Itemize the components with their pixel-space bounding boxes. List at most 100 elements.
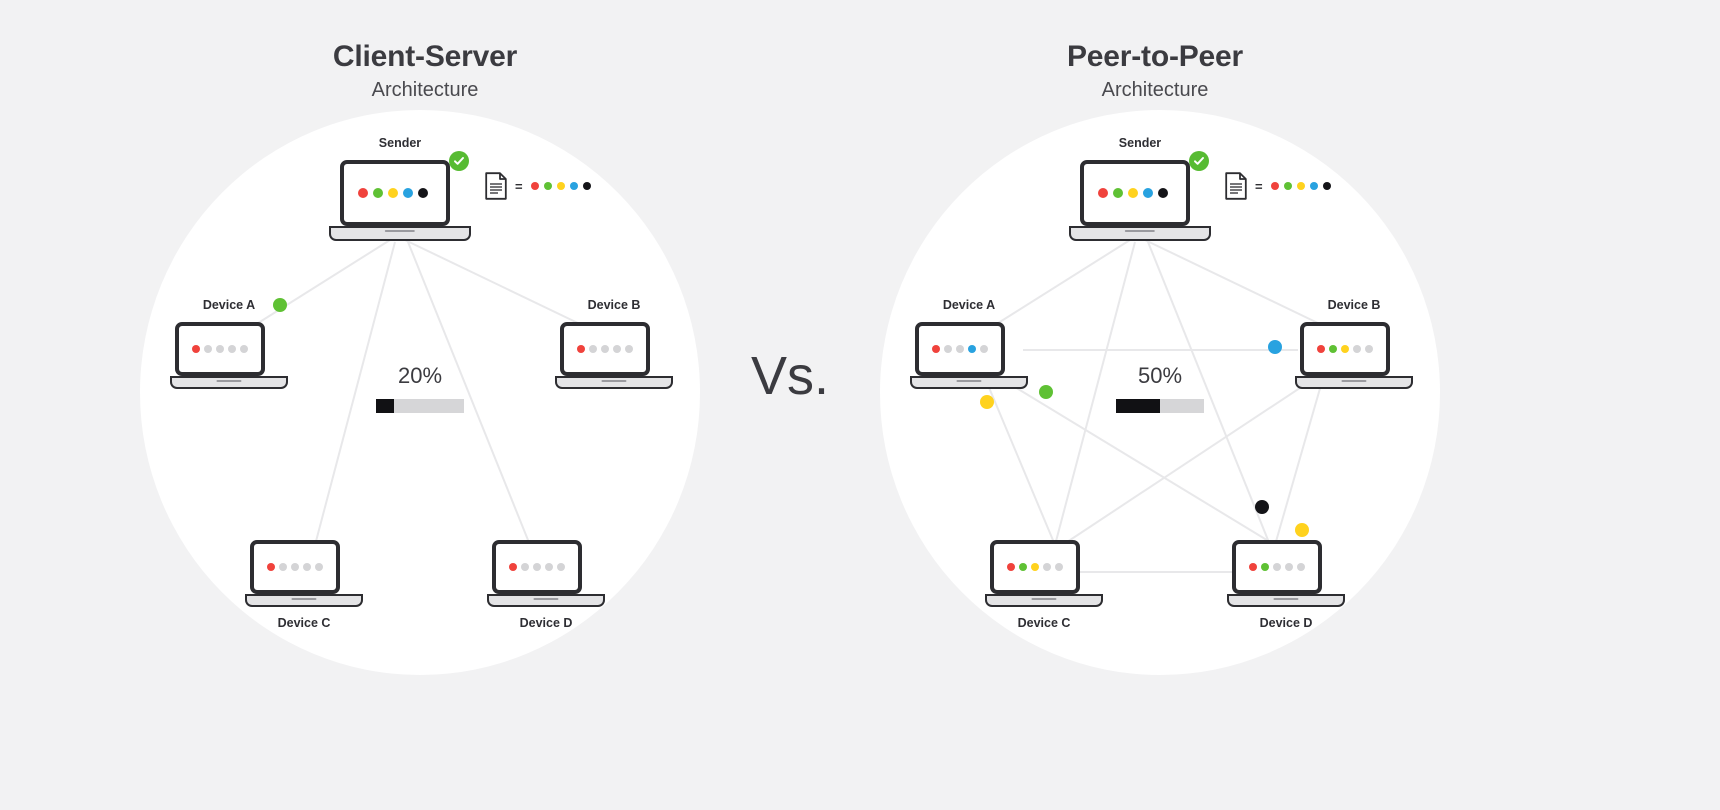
progress-fill <box>1116 399 1160 413</box>
node-device-b[interactable]: Device B <box>1295 298 1413 389</box>
laptop-screen <box>990 540 1080 594</box>
panel-title-main: Client-Server <box>332 40 518 73</box>
dot-yellow <box>1296 182 1305 190</box>
dot-yellow <box>388 188 399 198</box>
laptop-base-notch <box>1031 598 1057 600</box>
dot-empty <box>290 563 299 571</box>
dot-green <box>1283 182 1292 190</box>
laptop-screen <box>492 540 582 594</box>
dot-green <box>373 188 384 198</box>
node-label: Device A <box>942 298 996 312</box>
dot-empty <box>215 345 224 353</box>
laptop-screen <box>915 322 1005 376</box>
progress-track <box>376 399 464 413</box>
laptop-illustration <box>985 540 1103 607</box>
panel-title-sub: Architecture <box>1101 79 1209 101</box>
node-device-c[interactable]: Device C <box>985 540 1103 630</box>
laptop-base-notch <box>533 598 559 600</box>
node-sender[interactable]: Sender <box>1069 136 1211 241</box>
laptop-base-notch <box>291 598 317 600</box>
dot-empty <box>1054 563 1063 571</box>
dot-black <box>418 188 429 198</box>
node-device-a[interactable]: Device A <box>910 298 1028 389</box>
laptop-screen <box>1300 322 1390 376</box>
dot-red <box>358 188 369 198</box>
laptop-base-notch <box>956 380 982 382</box>
dot-red <box>191 345 200 353</box>
node-device-d[interactable]: Device D <box>487 540 605 630</box>
dot-red <box>1248 563 1257 571</box>
screen-progress-dots <box>1006 563 1063 571</box>
dot-empty <box>314 563 323 571</box>
laptop-screen <box>560 322 650 376</box>
laptop-illustration <box>1069 151 1211 241</box>
dot-red <box>576 345 585 353</box>
laptop-base-notch <box>1341 380 1367 382</box>
node-device-d[interactable]: Device D <box>1227 540 1345 630</box>
dot-black <box>1322 182 1331 190</box>
laptop-screen <box>340 160 450 226</box>
node-device-b[interactable]: Device B <box>555 298 673 389</box>
dot-empty <box>532 563 541 571</box>
packet-dot-green <box>273 298 287 312</box>
dot-empty <box>556 563 565 571</box>
panel-title-client-server: Client-Server Architecture <box>165 40 685 101</box>
screen-progress-dots <box>1098 188 1169 198</box>
panel-client-server: Sender <box>140 110 700 675</box>
legend-dot-sequence <box>1270 182 1331 190</box>
node-sender[interactable]: Sender <box>329 136 471 241</box>
progress-percent-label: 50% <box>1137 363 1183 388</box>
dot-empty <box>203 345 212 353</box>
dot-empty <box>1352 345 1361 353</box>
node-label: Sender <box>378 136 422 150</box>
laptop-base-notch <box>384 230 416 232</box>
progress-fill <box>376 399 394 413</box>
laptop-base-notch <box>216 380 242 382</box>
screen-progress-dots <box>1248 563 1305 571</box>
verified-check-icon <box>449 151 469 171</box>
dot-blue <box>967 345 976 353</box>
versus-label: Vs. <box>750 346 830 406</box>
dot-red <box>1316 345 1325 353</box>
document-icon <box>485 172 507 200</box>
laptop-base <box>245 594 363 607</box>
dot-empty <box>624 345 633 353</box>
dot-red <box>1006 563 1015 571</box>
node-label: Device C <box>1017 616 1071 630</box>
panel-title-sub: Architecture <box>371 79 479 101</box>
laptop-illustration <box>910 322 1028 389</box>
equals-sign: = <box>515 178 523 194</box>
laptop-base <box>170 376 288 389</box>
panel-title-peer-to-peer: Peer-to-Peer Architecture <box>895 40 1415 101</box>
dot-empty <box>1364 345 1373 353</box>
dot-red <box>530 182 539 190</box>
screen-progress-dots <box>931 345 988 353</box>
screen-progress-dots <box>1316 345 1373 353</box>
dot-yellow <box>556 182 565 190</box>
laptop-screen <box>175 322 265 376</box>
dot-red <box>1270 182 1279 190</box>
dot-blue <box>1309 182 1318 190</box>
node-device-c[interactable]: Device C <box>245 540 363 630</box>
dot-green <box>1018 563 1027 571</box>
dot-empty <box>544 563 553 571</box>
laptop-base <box>487 594 605 607</box>
document-icon <box>1225 172 1247 200</box>
node-label: Device A <box>202 298 256 312</box>
laptop-base-notch <box>1273 598 1299 600</box>
transfer-progress-client-server: 20% <box>340 365 500 413</box>
equals-sign: = <box>1255 178 1263 194</box>
legend-dot-sequence <box>530 182 591 190</box>
laptop-illustration <box>329 151 471 241</box>
panel-peer-to-peer: Sender <box>880 110 1440 675</box>
dot-red <box>1098 188 1109 198</box>
legend-document-equals-dots: = <box>1225 172 1331 200</box>
node-label: Device D <box>519 616 573 630</box>
node-device-a[interactable]: Device A <box>170 298 288 389</box>
dot-empty <box>1272 563 1281 571</box>
laptop-base-notch <box>601 380 627 382</box>
dot-empty <box>520 563 529 571</box>
laptop-illustration <box>245 540 363 607</box>
packet-dot-yellow <box>1295 523 1309 537</box>
screen-progress-dots <box>191 345 248 353</box>
